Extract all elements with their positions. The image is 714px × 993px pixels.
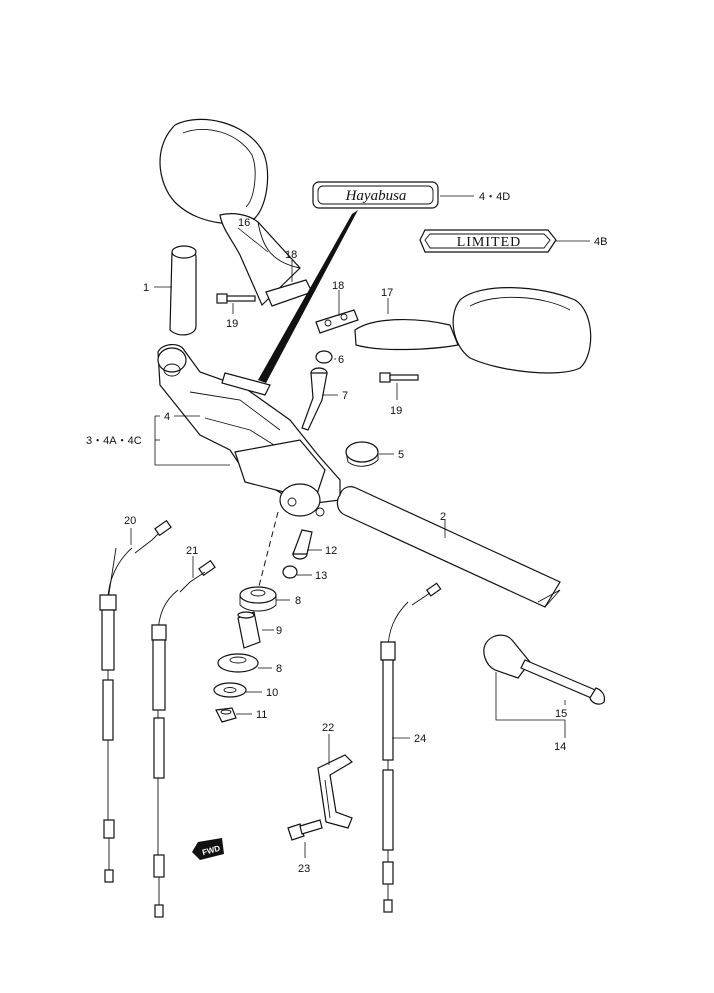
balancer-14 [483,634,606,705]
fwd-marker: FWD [192,838,224,860]
callout-15: 15 [555,708,567,720]
callout-1: 1 [143,282,149,294]
callout-4b: 4B [594,236,607,248]
callout-23: 23 [298,863,310,875]
callout-5: 5 [398,449,404,461]
cable-20 [99,519,172,883]
left-grip [169,245,197,336]
handlebar-holder [157,344,341,517]
callout-22: 22 [322,722,334,734]
bolt-7 [301,367,328,431]
washer-13 [282,565,298,579]
left-mirror [159,118,313,307]
callout-16: 16 [238,217,250,229]
right-mirror [354,287,592,374]
limited-emblem: LIMITED [419,229,557,253]
callout-4: 4 [164,411,170,423]
callout-19-right: 19 [390,405,402,417]
callout-12: 12 [325,545,337,557]
callout-7: 7 [342,390,348,402]
mirror-bolt-left [216,293,256,304]
callout-19-left: 19 [226,318,238,330]
callout-13: 13 [315,570,327,582]
leader-lines [130,195,590,858]
callout-10: 10 [266,687,278,699]
callout-21: 21 [186,545,198,557]
hayabusa-emblem: Hayabusa [312,181,439,209]
damper-8-upper [239,586,277,612]
plug-6 [315,350,333,364]
damper-8-lower [217,653,259,673]
bolt-23 [287,819,323,841]
handlebar-tube [336,486,561,608]
callout-9: 9 [276,625,282,637]
mirror-gasket-right [315,309,359,334]
nut-11 [215,707,237,723]
emblem-pointer [258,210,358,383]
callout-6: 6 [338,354,344,366]
washer-10 [213,682,247,698]
callout-20: 20 [124,515,136,527]
mirror-bolt-right [379,372,419,383]
callout-4-4d: 4・4D [479,191,510,203]
center-line [257,511,279,591]
bolt-12 [292,529,313,560]
callout-24: 24 [414,733,426,745]
cable-clamp-22 [317,754,353,829]
callout-18-right: 18 [332,280,344,292]
callout-17: 17 [381,287,393,299]
callout-8-lower: 8 [276,663,282,675]
callout-14: 14 [554,741,566,753]
callout-11: 11 [256,709,267,721]
callout-18-left: 18 [285,249,297,261]
cable-24 [380,582,442,913]
callout-8-upper: 8 [295,595,301,607]
callout-labels: 1 2 3・4A・4C 4 4・4D 4B 5 6 7 8 9 8 10 11 … [86,191,607,875]
cable-21 [151,559,216,918]
limited-emblem-text: LIMITED [457,235,522,250]
hayabusa-emblem-text: Hayabusa [345,188,407,204]
callout-3-4a-4c: 3・4A・4C [86,435,142,447]
spacer-9 [237,611,261,649]
cap-5 [345,441,379,467]
callout-2: 2 [440,511,446,523]
